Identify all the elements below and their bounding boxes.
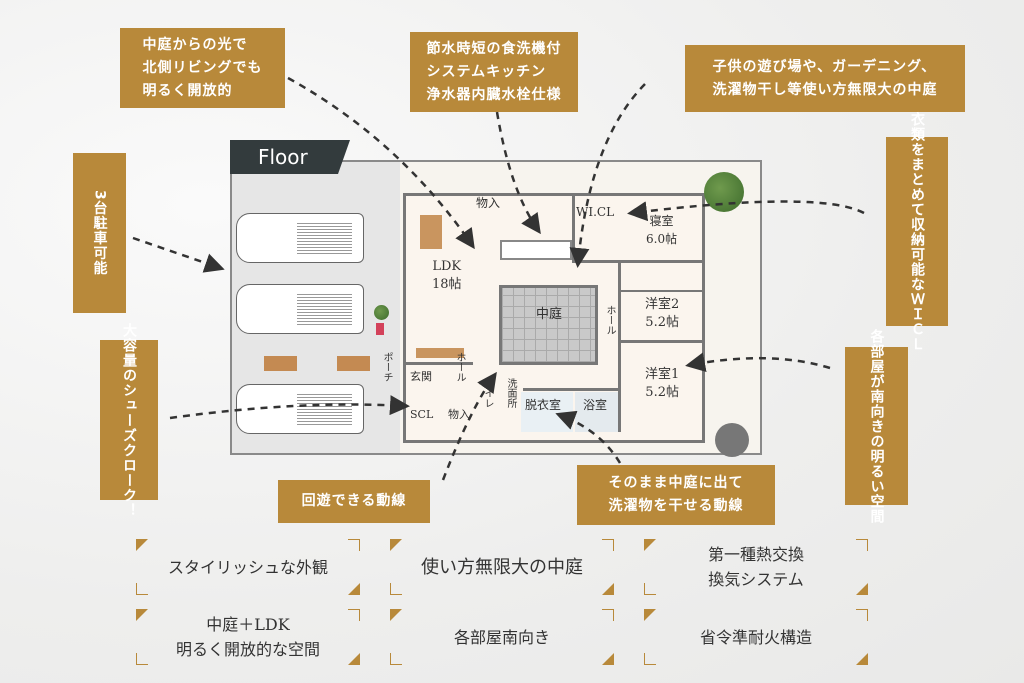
- room-size: 5.2帖: [645, 385, 679, 400]
- tree-icon: [704, 172, 744, 212]
- wall: [575, 260, 705, 263]
- room-label: 脱衣室: [525, 398, 562, 412]
- arrow-line: [441, 371, 497, 481]
- wall: [523, 388, 621, 391]
- feature-text: 各部屋南向き: [453, 627, 550, 647]
- dining-table: [420, 215, 442, 249]
- feature-item: スタイリッシュな外観: [128, 537, 368, 597]
- compass-icon: [715, 423, 749, 457]
- arrow-line: [287, 76, 475, 250]
- room-label: 中庭: [536, 307, 563, 322]
- feature-item: 中庭＋LDK 明るく開放的な空間: [128, 607, 368, 667]
- room-label: 物入: [448, 408, 470, 421]
- arrow-line: [627, 200, 865, 222]
- arrow-line: [132, 236, 225, 273]
- callout-text: 明るい空間: [868, 448, 885, 524]
- feature-item: 各部屋南向き: [382, 607, 622, 667]
- callout-text: 節水時短の食洗機付: [426, 40, 562, 57]
- paving: [337, 356, 370, 371]
- callout-text: 北側リビングでも: [142, 59, 263, 76]
- callout-parking: 3台駐車可能: [73, 153, 126, 313]
- feature-item: 省令準耐火構造: [636, 607, 876, 667]
- feature-item: 使い方無限大の中庭: [382, 537, 622, 597]
- callout-kitchen: 節水時短の食洗機付システムキッチン浄水器内臓水栓仕様: [410, 32, 578, 112]
- feature-text: 中庭＋LDK: [206, 615, 290, 634]
- callout-courtyard-use: 子供の遊び場や、ガーデニング、洗濯物干し等使い方無限大の中庭: [685, 45, 965, 112]
- callout-text: 各部屋が南向きの: [868, 328, 885, 449]
- feature-text: スタイリッシュな外観: [167, 557, 328, 577]
- feature-text: 換気システム: [708, 570, 804, 589]
- car-icon: [236, 284, 364, 334]
- room-size: 18帖: [432, 277, 462, 292]
- room1-label: 洋室1 5.2帖: [645, 366, 679, 402]
- floor-tag: Floor: [230, 140, 350, 174]
- feature-text: 省令準耐火構造: [699, 627, 812, 647]
- feature-text: 使い方無限大の中庭: [421, 556, 583, 578]
- room-label: SCL: [410, 408, 434, 421]
- callout-text: 衣類をまとめて収納: [909, 111, 925, 247]
- room-label: 洋室1: [645, 367, 680, 382]
- callout-text: 中庭からの光で: [142, 36, 248, 53]
- callout-text: システムキッチン: [426, 63, 547, 80]
- room-label: 浴室: [583, 398, 608, 412]
- callout-shoe-closet: 大容量のシューズクローク！: [100, 323, 158, 518]
- room-label: ホール: [454, 352, 465, 382]
- room-label: ポーチ: [381, 352, 392, 382]
- wall: [621, 290, 705, 292]
- callout-laundry: そのまま中庭に出て洗濯物を干せる動線: [577, 465, 775, 525]
- plant-icon: [374, 305, 389, 320]
- callout-text: 3台駐車可能: [91, 190, 108, 276]
- callout-wicl: 衣類をまとめて収納可能なＷＩＣＬ: [886, 112, 948, 352]
- wall: [621, 340, 705, 343]
- callout-text: 回遊できる動線: [301, 493, 407, 509]
- arrow-line: [169, 395, 410, 420]
- room-label: 寝室: [649, 214, 674, 228]
- callout-text: 可能なＷＩＣＬ: [909, 246, 925, 352]
- tv-board: [416, 348, 464, 358]
- callout-text: シューズクローク！: [121, 382, 137, 518]
- wall: [618, 262, 621, 432]
- room-label: 玄関: [410, 370, 432, 383]
- arrow-line: [495, 111, 541, 235]
- room-label: ホール: [604, 305, 615, 335]
- mailbox-icon: [376, 323, 384, 335]
- callout-circulation: 回遊できる動線: [278, 480, 430, 523]
- bedroom-label: 寝室 6.0帖: [646, 212, 677, 248]
- feature-item: 第一種熱交換換気システム: [636, 537, 876, 597]
- callout-south-rooms: 各部屋が南向きの明るい空間: [845, 329, 908, 524]
- courtyard: [499, 285, 598, 365]
- room-label: 洋室2: [645, 297, 680, 312]
- callout-text: 子供の遊び場や、ガーデニング、: [712, 58, 937, 75]
- room-label: 物入: [476, 196, 501, 210]
- callout-courtyard-light: 中庭からの光で北側リビングでも明るく開放的: [120, 28, 285, 108]
- arrow-line: [685, 352, 831, 373]
- feature-text: 第一種熱交換: [707, 545, 804, 564]
- room-label: LDK: [432, 259, 462, 274]
- wall: [403, 362, 473, 365]
- room2-label: 洋室2 5.2帖: [645, 296, 679, 332]
- car-icon: [236, 213, 364, 263]
- room-label: 洗面所: [505, 378, 516, 408]
- room-size: 6.0帖: [646, 232, 678, 246]
- arrow-line: [569, 83, 646, 268]
- callout-text: 洗濯物を干せる動線: [608, 498, 744, 514]
- paving: [264, 356, 297, 371]
- callout-text: 洗濯物干し等使い方無限大の中庭: [712, 81, 938, 98]
- ldk-label: LDK 18帖: [432, 258, 462, 294]
- arrow-line: [555, 410, 622, 464]
- callout-text: そのまま中庭に出て: [608, 475, 744, 491]
- car-icon: [236, 384, 364, 434]
- feature-text: 明るく開放的な空間: [175, 640, 320, 659]
- callout-text: 大容量の: [121, 322, 137, 383]
- room-size: 5.2帖: [645, 315, 679, 330]
- callout-text: 浄水器内臓水栓仕様: [426, 86, 562, 103]
- callout-text: 明るく開放的: [142, 82, 233, 99]
- wall: [572, 193, 575, 263]
